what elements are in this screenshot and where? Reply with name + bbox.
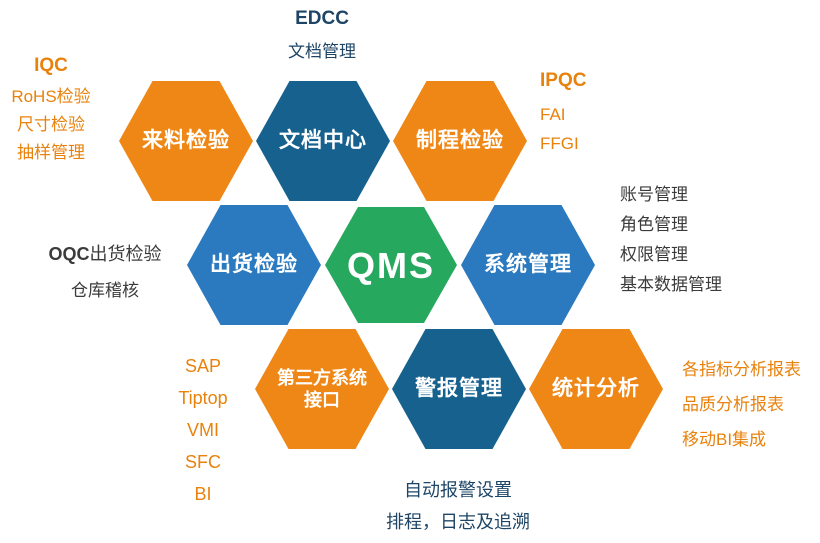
annotation-iqc-title: IQC [34,55,68,76]
annotation-system-item: 权限管理 [620,245,688,264]
hex-alarm-management: 警报管理 [392,329,526,449]
hex-document-center-label: 文档中心 [279,128,367,152]
annotation-ipqc: IPQC FAI FFGI [540,70,586,158]
annotation-oqc: OQC出货检验 仓库稽核 [25,240,185,301]
hex-qms-center: QMS [325,207,457,323]
annotation-edcc-title: EDCC [295,8,349,29]
hex-system-management-label: 系统管理 [484,252,572,276]
hex-statistics-analysis-label: 统计分析 [552,376,640,400]
hex-process-inspection: 制程检验 [393,81,527,201]
hex-third-party-interface: 第三方系统 接口 [255,329,389,449]
hex-statistics-analysis: 统计分析 [529,329,663,449]
annotation-system-management: 账号管理 角色管理 权限管理 基本数据管理 [620,180,722,300]
annotation-third-party-item: SFC [185,452,221,472]
hex-third-party-interface-label-line1: 第三方系统 [277,367,367,388]
hex-shipping-inspection: 出货检验 [187,205,321,325]
hex-shipping-inspection-label: 出货检验 [210,252,298,276]
hex-alarm-management-label: 警报管理 [415,376,503,400]
annotation-iqc-item: 尺寸检验 [17,115,85,134]
annotation-iqc-item: 抽样管理 [17,143,85,162]
annotation-third-party-item: VMI [186,420,219,440]
annotation-third-party-item: SAP [184,356,222,376]
hex-system-management: 系统管理 [461,205,595,325]
annotation-iqc-item: RoHS检验 [11,87,91,106]
annotation-third-party-item: Tiptop [178,388,228,408]
hex-third-party-interface-label-line2: 接口 [304,390,340,410]
hex-document-center: 文档中心 [256,81,390,201]
annotation-oqc-title: OQC出货检验 [25,240,185,266]
hex-qms-center-label: QMS [346,244,435,286]
hex-incoming-inspection-label: 来料检验 [142,128,230,152]
annotation-statistics-item: 移动BI集成 [682,430,767,449]
annotation-alarm-item: 排程，日志及追溯 [386,512,530,532]
annotation-third-party-item: BI [194,484,212,504]
hex-incoming-inspection: 来料检验 [119,81,253,201]
annotation-statistics-item: 品质分析报表 [682,395,784,414]
annotation-edcc: EDCC 文档管理 [242,8,402,62]
annotation-system-item: 角色管理 [620,215,688,234]
annotation-ipqc-title: IPQC [540,70,587,91]
annotation-ipqc-item: FAI [540,105,566,124]
annotation-system-item: 账号管理 [620,185,688,204]
annotation-oqc-item: 仓库稽核 [71,281,139,300]
hex-third-party-interface-label: 第三方系统 接口 [277,367,367,412]
annotation-alarm-item: 自动报警设置 [404,480,512,500]
annotation-edcc-item: 文档管理 [288,42,356,61]
annotation-third-party-systems: SAP Tiptop VMI SFC BI [160,350,246,510]
annotation-oqc-title-bold: OQC [48,244,90,264]
hex-process-inspection-label: 制程检验 [416,128,504,152]
annotation-oqc-title-rest: 出货检验 [89,244,162,264]
annotation-statistics: 各指标分析报表 品质分析报表 移动BI集成 [682,352,801,457]
annotation-system-item: 基本数据管理 [620,275,722,294]
annotation-statistics-item: 各指标分析报表 [682,360,801,379]
annotation-ipqc-item: FFGI [540,134,579,153]
annotation-iqc: IQC RoHS检验 尺寸检验 抽样管理 [0,55,102,167]
annotation-alarm: 自动报警设置 排程，日志及追溯 [338,474,578,538]
